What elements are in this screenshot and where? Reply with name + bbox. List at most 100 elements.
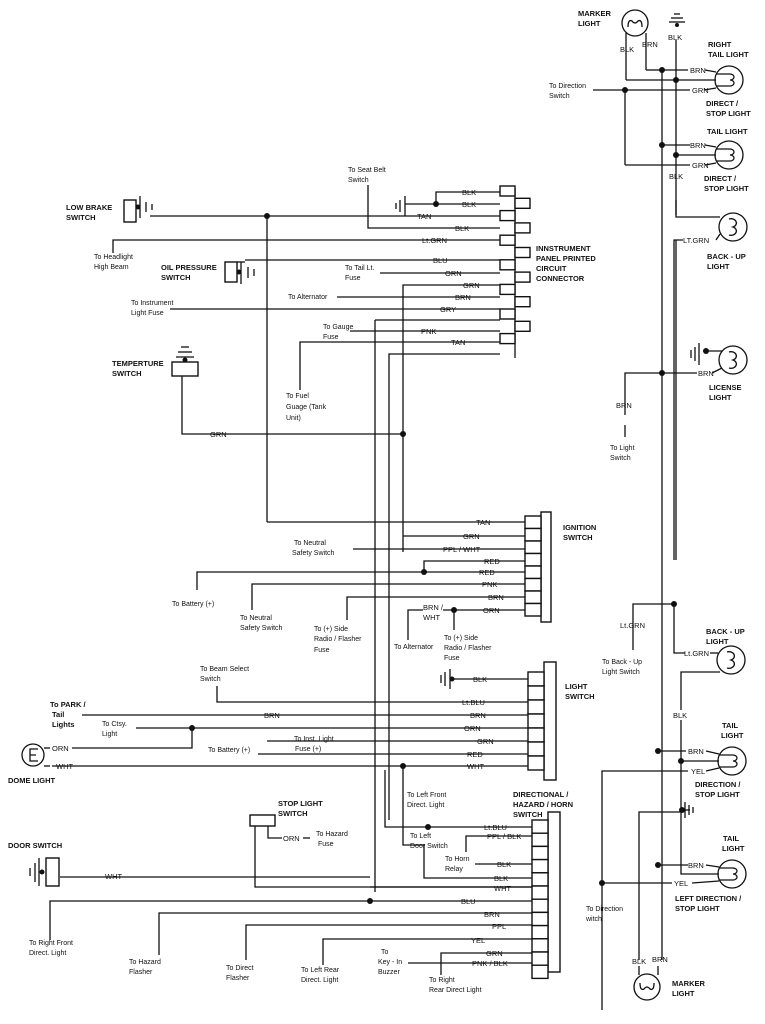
- wire-label: LT.GRN: [683, 236, 709, 245]
- connector-wiring: BLK BLK TAN BLK Lt.GRN BLU ORN GRN BRN G…: [112, 185, 500, 892]
- wire-label: BRN /: [423, 603, 444, 612]
- light-switch-label-1: LIGHT: [565, 682, 588, 691]
- connector-pin: [527, 741, 545, 757]
- wire-label: PPL: [492, 922, 506, 931]
- wire-label: BLK: [668, 33, 682, 42]
- wire-label: WHT: [494, 884, 511, 893]
- light-switch-wiring: BLK Lt.BLU BRN ORN GRN RED WHT GRN BRN T…: [50, 666, 528, 846]
- directional-wiring: Lt.BLU PPL / BLK BLK BLK WHT BLU BRN PPL…: [29, 770, 532, 994]
- tl2-label: TAIL LIGHT: [707, 127, 748, 136]
- note: Tail: [52, 710, 64, 719]
- note: To Direction: [549, 83, 586, 90]
- connector-pin: [514, 222, 531, 234]
- wire-label: BRN: [688, 861, 704, 870]
- note: To Alternator: [288, 294, 328, 301]
- note: Buzzer: [378, 969, 400, 976]
- low-brake-label-2: SWITCH: [66, 213, 96, 222]
- note: Key - In: [378, 959, 402, 966]
- note: To Neutral: [240, 615, 272, 622]
- dsl-label-1: DIRECT /: [706, 99, 739, 108]
- wire-label: GRN: [463, 532, 480, 541]
- ldsl-label-2: STOP LIGHT: [675, 904, 720, 913]
- connector-pin: [527, 671, 545, 687]
- connector-pin: [531, 832, 549, 848]
- note: Direct. Light: [407, 802, 444, 809]
- connector-pin: [531, 898, 549, 914]
- note: To Ctsy.: [102, 721, 127, 728]
- note: Safety Switch: [292, 550, 335, 557]
- wire-label: RED: [479, 568, 495, 577]
- wire-label: ORN: [483, 606, 500, 615]
- stop-light-label-2: SWITCH: [278, 809, 308, 818]
- connector-pin: [524, 540, 542, 555]
- light-switch-label-2: SWITCH: [565, 692, 595, 701]
- dsl2-label-2: STOP LIGHT: [704, 184, 749, 193]
- wire-label: ORN: [283, 834, 300, 843]
- wire-label: Lt.GRN: [684, 649, 709, 658]
- connector-pin: [499, 283, 516, 296]
- note: To Direction: [586, 906, 623, 913]
- note: To PARK /: [50, 700, 86, 709]
- note: To (+) Side: [314, 626, 348, 633]
- note: Rear Direct Light: [429, 987, 482, 994]
- note: Light: [102, 731, 117, 738]
- note: Light Switch: [602, 669, 640, 676]
- wire-label: RED: [467, 750, 483, 759]
- temperature-label-2: SWITCH: [112, 369, 142, 378]
- connector-pin: [524, 565, 542, 580]
- back-up-light-1: LT.GRN BACK - UP LIGHT: [673, 200, 748, 560]
- wire-label: PPL / BLK: [487, 832, 521, 841]
- dsl-label-2: STOP LIGHT: [706, 109, 751, 118]
- wire-label: WHT: [105, 872, 122, 881]
- note: To Direct: [226, 965, 254, 972]
- dsl3-label-2: STOP LIGHT: [695, 790, 740, 799]
- note: Fuse: [345, 275, 361, 282]
- wire-label: GRN: [463, 281, 480, 290]
- wire-label: BLK: [620, 45, 634, 54]
- ignition-switch: IGNITION SWITCH: [524, 511, 596, 623]
- ground-symbol: [638, 802, 694, 960]
- note: To Back - Up: [602, 659, 642, 666]
- wire-label: BLK: [669, 172, 683, 181]
- note: To Battery (+): [172, 601, 214, 608]
- wire-label: Lt.GRN: [422, 236, 447, 245]
- license-label-1: LICENSE: [709, 383, 742, 392]
- connector-pin: [527, 713, 545, 729]
- wire-label: GRN: [692, 161, 709, 170]
- directional-label-2: HAZARD / HORN: [513, 800, 573, 809]
- note: To Instrument: [131, 300, 173, 307]
- license-label-2: LIGHT: [709, 393, 732, 402]
- note: To Inst. Light: [294, 736, 334, 743]
- wire-label: BLK: [673, 711, 687, 720]
- temperature-label-1: TEMPERTURE: [112, 359, 164, 368]
- mb-label-2: LIGHT: [672, 989, 695, 998]
- note: To Right Front: [29, 940, 73, 947]
- wire-label: RED: [484, 557, 500, 566]
- marker-label-1: MARKER: [578, 9, 611, 18]
- mb-label-1: MARKER: [672, 979, 705, 988]
- wire-label: BLK: [455, 224, 469, 233]
- note: To Tail Lt.: [345, 265, 374, 272]
- low-brake-switch: LOW BRAKE SWITCH: [66, 196, 153, 223]
- wire-label: BRN: [642, 40, 658, 49]
- dome-light: ORN WHT DOME LIGHT: [8, 743, 73, 785]
- instrument-panel-connector: INNSTRUMENT PANEL PRINTED CIRCUIT CONNEC…: [499, 185, 596, 358]
- note: Radio / Flasher: [444, 645, 492, 652]
- wire-label: BRN: [488, 593, 504, 602]
- note: Flasher: [226, 975, 250, 982]
- wire-label: GRN: [210, 430, 227, 439]
- wire-label-brn: BRN: [264, 711, 280, 720]
- connector-pin: [531, 858, 549, 874]
- note: To Neutral: [294, 540, 326, 547]
- oil-pressure-switch: OIL PRESSURE SWITCH: [161, 261, 255, 284]
- wire-label: BRN: [484, 910, 500, 919]
- note: Relay: [445, 866, 463, 873]
- connector-pin: [524, 515, 542, 530]
- tl3-label-1: TAIL: [722, 721, 739, 730]
- wire-label: TAN: [451, 338, 465, 347]
- ignition-wiring: TAN GRN PPL / WHT RED RED PNK BRN ORN BR…: [172, 518, 525, 662]
- note: Flasher: [129, 969, 153, 976]
- wire-label: ORN: [445, 269, 462, 278]
- stop-light-switch: ORN STOP LIGHT SWITCH To Hazard Fuse: [249, 799, 348, 848]
